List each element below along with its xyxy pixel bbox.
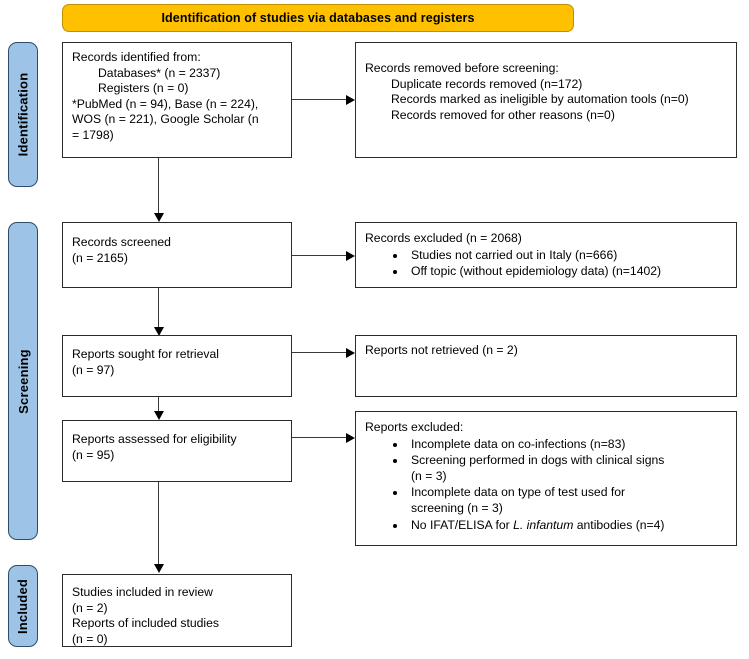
connector-identified-to-removed: [292, 99, 347, 101]
list-item-prefix: No IFAT/ELISA for: [411, 517, 514, 532]
records-removed-automation: Records marked as ineligible by automati…: [391, 92, 689, 107]
list-item-line-2: screening (n = 3): [411, 501, 503, 516]
stage-label-included-text: Included: [15, 578, 31, 634]
species-name: L. infantum: [513, 517, 574, 532]
box-records-excluded: Records excluded (n = 2068) Studies not …: [355, 222, 737, 288]
list-item: Studies not carried out in Italy (n=666): [365, 248, 728, 264]
arrow-assessed-to-included: [154, 564, 164, 573]
arrow-screened-to-sought: [154, 327, 164, 336]
stage-label-screening: Screening: [8, 222, 38, 540]
arrow-identified-to-removed: [346, 94, 355, 105]
list-item: Screening performed in dogs with clinica…: [365, 453, 728, 484]
records-removed-duplicates: Duplicate records removed (n=172): [391, 76, 583, 91]
list-item: No IFAT/ELISA for L. infantum antibodies…: [365, 518, 728, 534]
records-excluded-list: Studies not carried out in Italy (n=666)…: [365, 248, 728, 280]
list-item-line-1: Incomplete data on type of test used for: [411, 485, 626, 500]
records-excluded-title: Records excluded (n = 2068): [365, 231, 522, 245]
studies-included-label: Studies included in review: [72, 585, 213, 599]
reports-sought-count: (n = 97): [72, 362, 115, 377]
stage-label-identification-text: Identification: [15, 72, 31, 157]
box-records-identified: Records identified from: Databases* (n =…: [62, 42, 292, 158]
records-identified-note-2: WOS (n = 221), Google Scholar (n: [72, 112, 259, 127]
records-removed-title: Records removed before screening:: [365, 61, 559, 75]
reports-excluded-title: Reports excluded:: [365, 420, 464, 434]
list-item: Off topic (without epidemiology data) (n…: [365, 264, 728, 280]
box-records-removed: Records removed before screening: Duplic…: [355, 42, 737, 158]
connector-assessed-to-excluded: [292, 437, 347, 439]
reports-not-retrieved-label: Reports not retrieved (n = 2): [365, 343, 518, 357]
identification-banner: Identification of studies via databases …: [62, 4, 574, 32]
reports-included-count: (n = 0): [72, 631, 108, 646]
reports-sought-label: Reports sought for retrieval: [72, 347, 219, 361]
studies-included-count: (n = 2): [72, 600, 108, 615]
records-removed-other: Records removed for other reasons (n=0): [391, 107, 615, 122]
records-screened-label: Records screened: [72, 235, 171, 249]
box-records-screened: Records screened (n = 2165): [62, 222, 292, 288]
reports-assessed-label: Reports assessed for eligibility: [72, 432, 237, 446]
list-item: Incomplete data on co-infections (n=83): [365, 437, 728, 453]
records-identified-note-3: = 1798): [72, 128, 114, 143]
stage-label-included: Included: [8, 565, 38, 647]
connector-assessed-to-included: [158, 482, 160, 567]
connector-sought-to-assessed: [158, 397, 160, 415]
list-item-line-2: (n = 3): [411, 468, 447, 483]
list-item: Incomplete data on type of test used for…: [365, 485, 728, 516]
reports-excluded-list: Incomplete data on co-infections (n=83) …: [365, 437, 728, 534]
arrow-sought-to-not-retrieved: [346, 347, 355, 358]
records-identified-databases: Databases* (n = 2337): [98, 65, 221, 80]
stage-label-identification: Identification: [8, 42, 38, 187]
box-reports-assessed: Reports assessed for eligibility (n = 95…: [62, 420, 292, 482]
box-studies-included: Studies included in review (n = 2) Repor…: [62, 574, 292, 647]
list-item-line-1: Screening performed in dogs with clinica…: [411, 453, 665, 468]
banner-title: Identification of studies via databases …: [161, 11, 475, 25]
records-screened-count: (n = 2165): [72, 250, 128, 265]
arrow-sought-to-assessed: [154, 411, 164, 420]
connector-sought-to-not-retrieved: [292, 352, 347, 354]
arrow-identified-to-screened: [154, 213, 164, 222]
list-item-suffix: antibodies (n=4): [573, 517, 665, 532]
stage-label-screening-text: Screening: [15, 348, 31, 414]
records-identified-title: Records identified from:: [72, 50, 201, 64]
box-reports-not-retrieved: Reports not retrieved (n = 2): [355, 335, 737, 397]
connector-screened-to-sought: [158, 288, 160, 330]
records-identified-note-1: *PubMed (n = 94), Base (n = 224),: [72, 96, 259, 111]
reports-assessed-count: (n = 95): [72, 447, 115, 462]
arrow-assessed-to-excluded: [346, 432, 355, 443]
arrow-screened-to-excluded: [346, 250, 355, 261]
box-reports-sought: Reports sought for retrieval (n = 97): [62, 335, 292, 397]
reports-included-label: Reports of included studies: [72, 616, 220, 631]
connector-screened-to-excluded: [292, 255, 347, 257]
box-reports-excluded: Reports excluded: Incomplete data on co-…: [355, 411, 737, 546]
records-identified-registers: Registers (n = 0): [98, 81, 189, 96]
connector-identified-to-screened: [158, 158, 160, 216]
